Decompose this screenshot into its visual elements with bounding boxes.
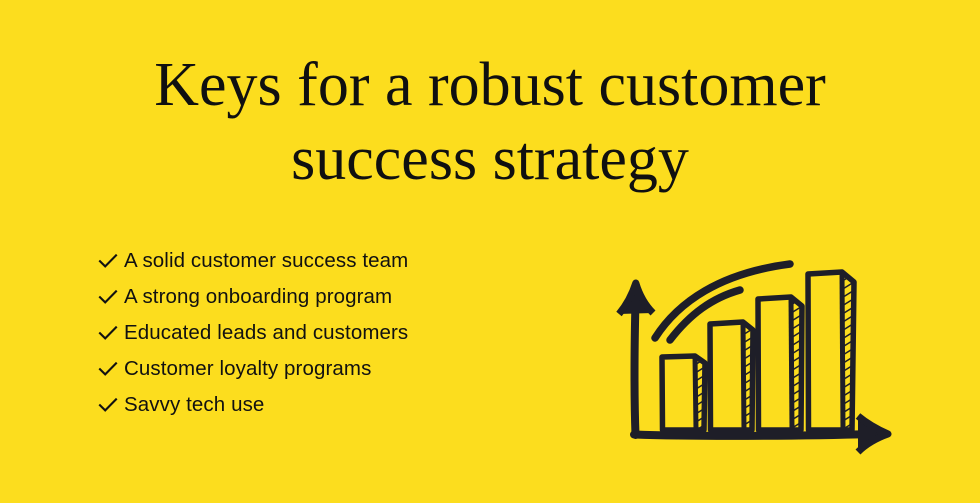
list-item: Educated leads and customers xyxy=(98,315,528,351)
check-icon xyxy=(98,253,124,269)
page-title-line-1: Keys for a robust customer xyxy=(154,51,826,119)
growth-bar-chart-illustration xyxy=(600,250,920,465)
check-icon xyxy=(98,325,124,341)
list-item: Customer loyalty programs xyxy=(98,351,528,387)
list-item-label: A solid customer success team xyxy=(124,248,409,272)
y-axis xyxy=(616,279,656,439)
page-title-line-2: success strategy xyxy=(291,125,689,193)
growth-chart-svg xyxy=(616,260,892,455)
bar-4 xyxy=(805,269,857,433)
check-icon xyxy=(98,289,124,305)
page-title: Keys for a robust customer success strat… xyxy=(0,48,980,196)
list-item: Savvy tech use xyxy=(98,387,528,423)
list-item: A strong onboarding program xyxy=(98,279,528,315)
list-item-label: A strong onboarding program xyxy=(124,284,393,308)
list-item: A solid customer success team xyxy=(98,243,528,279)
check-icon xyxy=(98,397,124,413)
trend-arc xyxy=(651,260,794,344)
bar-3 xyxy=(755,294,805,433)
bar-2 xyxy=(707,319,756,433)
bullet-list: A solid customer success team A strong o… xyxy=(98,243,528,423)
check-icon xyxy=(98,361,124,377)
list-item-label: Customer loyalty programs xyxy=(124,356,372,380)
list-item-label: Savvy tech use xyxy=(124,392,265,416)
bar-1 xyxy=(659,353,708,433)
list-item-label: Educated leads and customers xyxy=(124,320,409,344)
x-axis xyxy=(630,413,892,455)
